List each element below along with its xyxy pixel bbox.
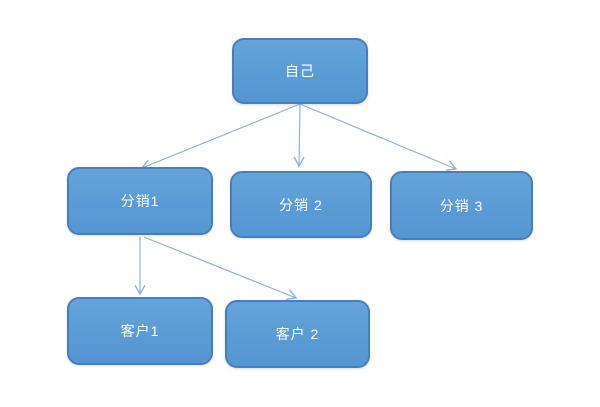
node-reseller-1-label: 分销1 xyxy=(120,193,160,209)
node-reseller-3: 分销 3 xyxy=(390,171,533,240)
node-customer-1-label: 客户1 xyxy=(120,323,160,339)
node-customer-2: 客户 2 xyxy=(225,300,370,368)
node-customer-2-label: 客户 2 xyxy=(275,326,320,342)
edge-self-to-reseller1 xyxy=(140,103,301,170)
node-customer-1: 客户1 xyxy=(67,297,213,365)
edge-self-to-reseller2 xyxy=(293,103,305,168)
node-self: 自己 xyxy=(232,38,368,104)
edge-reseller1-to-customer2 xyxy=(143,236,298,301)
node-reseller-1: 分销1 xyxy=(67,167,213,235)
node-reseller-3-label: 分销 3 xyxy=(439,197,484,214)
node-self-label: 自己 xyxy=(285,63,315,79)
node-reseller-2-label: 分销 2 xyxy=(279,196,323,213)
node-reseller-2: 分销 2 xyxy=(230,171,372,238)
edge-self-to-reseller3 xyxy=(299,103,458,171)
